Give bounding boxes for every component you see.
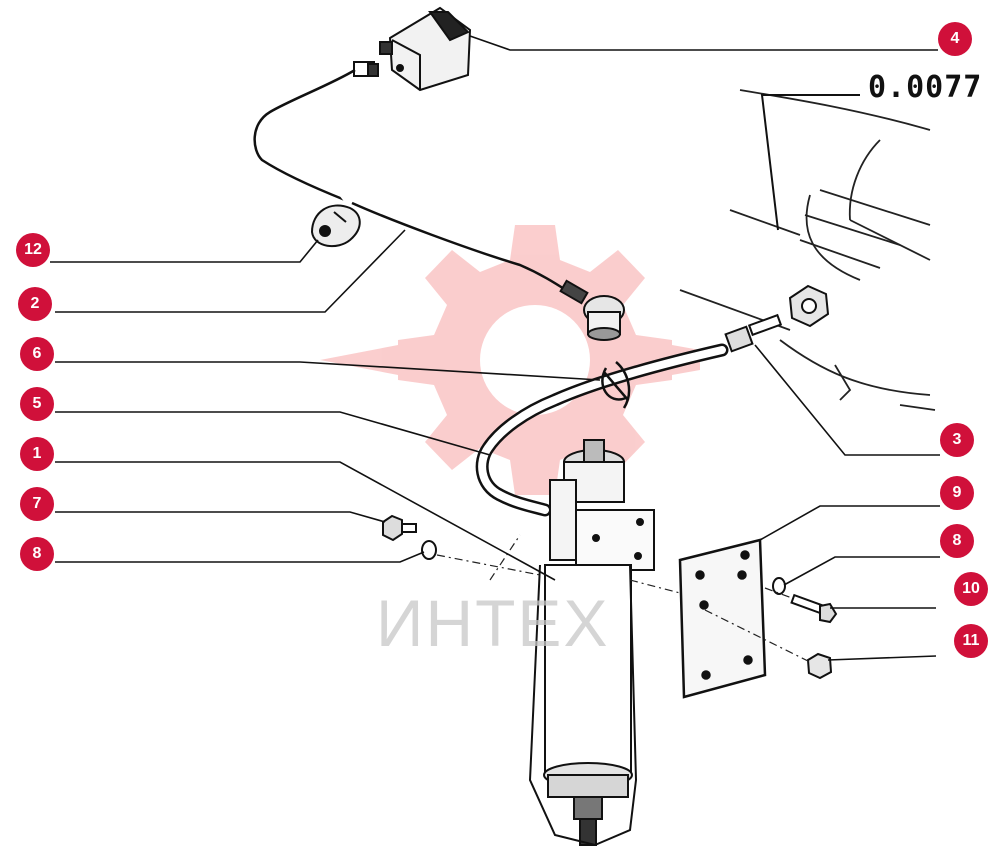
callout-badge-3: 3 [940,423,974,457]
washer-left [421,540,437,560]
fuel-pump-body [528,439,655,847]
callout-badge-9: 9 [940,476,974,510]
pipe-clamp [601,361,631,409]
callout-badge-1: 1 [20,437,54,471]
callout-badge-8-right: 8 [940,524,974,558]
reference-leader-line [760,94,860,231]
wire-break-mark [338,191,352,208]
bolt-10 [790,593,838,624]
callout-badge-12: 12 [16,233,50,267]
washer-right [772,577,786,595]
watermark-gear-icon [320,225,700,495]
grommet [310,204,361,248]
switch-unit [353,6,472,92]
callout-badge-2: 2 [18,287,52,321]
pipe-union [724,284,830,353]
assembly-axes [436,534,811,663]
wire-connector [559,279,625,341]
callout-badge-6: 6 [20,337,54,371]
bolt-7 [382,514,417,542]
callout-badge-4: 4 [938,22,972,56]
callout-badge-10: 10 [954,572,988,606]
engine-block-sketch [679,89,936,411]
drawing-reference-code: 0.0077 [868,70,983,105]
callout-badge-5: 5 [20,387,54,421]
watermark-text: ИНТЕХ [376,586,610,660]
callout-badge-7: 7 [20,487,54,521]
callout-leaders [50,35,940,661]
callout-badge-8-left: 8 [20,537,54,571]
callout-badge-11: 11 [954,624,988,658]
wire-harness [253,68,583,302]
nut-11 [806,652,833,680]
